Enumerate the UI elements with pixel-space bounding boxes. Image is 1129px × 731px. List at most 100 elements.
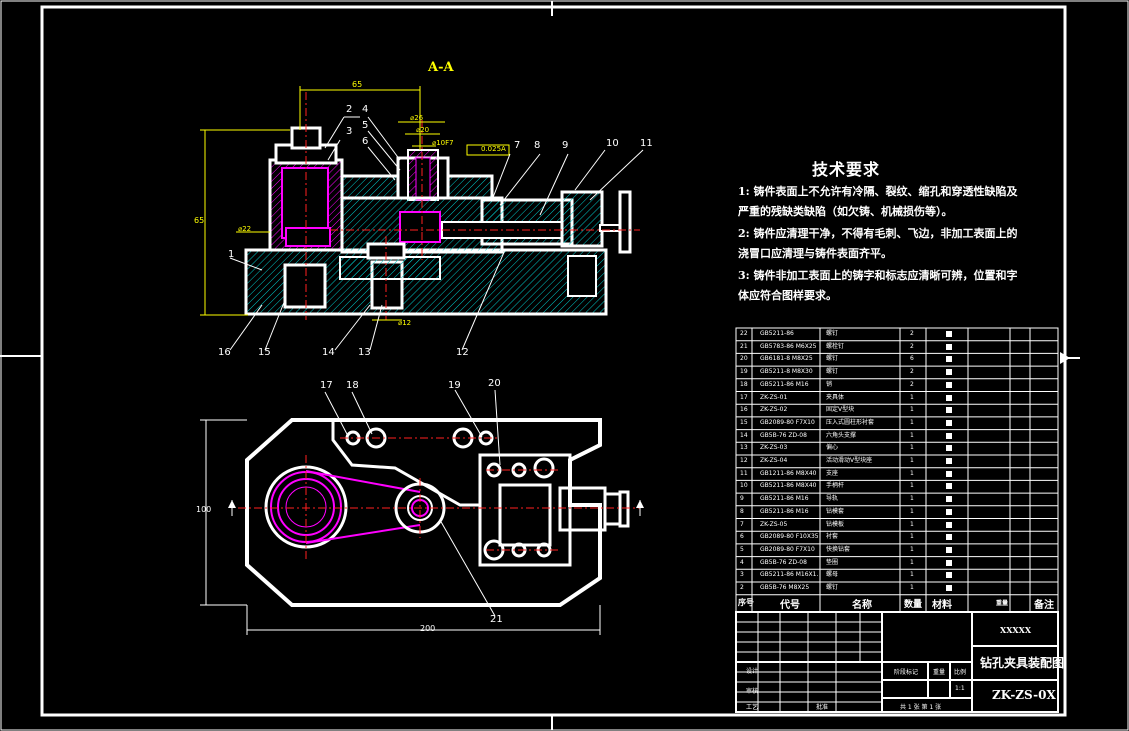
bom-cell: 1 (910, 584, 914, 591)
bom-material-mark (946, 546, 952, 553)
bom-cell: 17 (740, 393, 748, 401)
bom-cell: GB6181-8 M8X25 (760, 355, 813, 363)
bom-cell: 支座 (826, 469, 839, 477)
balloon-8: 8 (534, 140, 541, 151)
balloon-1: 1 (228, 249, 235, 260)
bom-cell: 6 (740, 533, 744, 541)
bom-cell: GB5211-86 M16 (760, 507, 809, 515)
dim-plan-width: 200 (420, 624, 436, 633)
bom-cell: 4 (740, 558, 744, 566)
bom-cell: 21 (740, 342, 748, 350)
dim-d20: ⌀20 (416, 126, 430, 134)
tb-stage: 阶段标记 (894, 669, 919, 676)
bom-cell: 1 (910, 507, 914, 515)
bom-material-mark (946, 407, 952, 414)
bom-cell: ZK-ZS-03 (760, 444, 788, 452)
bom-cell: 手柄杆 (826, 482, 845, 490)
balloon-6: 6 (362, 136, 369, 147)
bom-cell: 9 (740, 495, 744, 503)
bom-material-mark (946, 356, 952, 363)
bom-cell: GB5211-86 (760, 330, 794, 337)
balloon-21: 21 (490, 614, 503, 625)
bom-cell: 导轨 (826, 495, 839, 503)
tb-check: 审核 (746, 688, 759, 695)
bom-cell: GB2089-80 F7X10 (760, 545, 815, 553)
bom-material-mark (946, 432, 952, 439)
bom-cell: 螺钉 (826, 368, 839, 376)
company-name: XXXXX (1000, 625, 1032, 635)
bom-cell: 螺母 (826, 571, 839, 579)
bom-cell: 12 (740, 457, 748, 464)
bom-cell: 快换钻套 (826, 545, 851, 553)
bom-cell: 1 (910, 469, 914, 477)
bom-material-mark (946, 534, 952, 541)
bom-cell: 1 (910, 545, 914, 553)
view-label: A-A (428, 60, 454, 75)
dim-d10: ⌀10F7 (432, 139, 454, 147)
bom-cell: 6 (910, 355, 914, 363)
tech-line-2: 严重的残缺类缺陷（如欠铸、机械损伤等）。 (738, 205, 953, 218)
tech-line-4: 浇冒口应清理与铸件表面齐平。 (738, 247, 892, 260)
title-block-minor (736, 612, 882, 712)
bom-cell: 螺栓钉 (826, 342, 845, 350)
bom-cell: 10 (740, 482, 748, 490)
bom-cell: GB5211-86 M16X1.5 (760, 571, 818, 579)
drawing-number: ZK-ZS-0X (992, 688, 1056, 702)
balloon-10: 10 (606, 138, 619, 149)
gdt-value: 0.025 (481, 145, 502, 153)
bom-header-code: 代号 (780, 600, 800, 611)
bom-cell: GB5B-76 M8X25 (760, 584, 810, 591)
bom-row-lines (736, 340, 1058, 596)
bom-cell: GB2089-80 F10X35 (760, 533, 818, 541)
bom-cell: 活动滑动V型块座 (826, 457, 873, 464)
bom-cell: GB5211-86 M16 (760, 380, 809, 388)
bom-cell: 2 (740, 584, 744, 591)
bom-material-mark (946, 483, 952, 490)
bom-cell: 14 (740, 431, 748, 439)
balloon-9: 9 (562, 140, 569, 151)
bom-header-weight: 重量 (996, 600, 1009, 607)
bom-material-mark (946, 508, 952, 515)
bom-material-mark (946, 496, 952, 503)
balloon-13: 13 (358, 347, 371, 358)
bom-cell: GB2089-80 F7X10 (760, 418, 815, 426)
tech-line-1: 1: 铸件表面上不允许有冷隔、裂纹、缩孔和穿透性缺陷及 (738, 185, 1018, 198)
dim-height-left: 65 (194, 216, 205, 225)
bom-header-qty: 数量 (904, 600, 923, 610)
tb-design: 设计 (746, 668, 759, 675)
section-view-a-a (200, 86, 640, 321)
bom-cell: 5 (740, 545, 744, 553)
bom-header-seq: 序号 (738, 597, 754, 607)
bom-cell: 1 (910, 431, 914, 439)
dim-top-width: 65 (352, 80, 363, 89)
bom-cell: 1 (910, 482, 914, 490)
balloon-12: 12 (456, 347, 469, 358)
bom-cell: GB5211-86 M16 (760, 495, 809, 503)
bom-cell: 衬套 (826, 533, 839, 541)
bom-cell: 钻模套 (826, 507, 845, 515)
bom-cell: 15 (740, 418, 748, 426)
gdt-ref: A (501, 145, 506, 153)
bom-cell: 1 (910, 558, 914, 566)
bom-cell: GB5211-8 M8X30 (760, 368, 813, 376)
bom-cell: 13 (740, 444, 748, 452)
bom-cell: 垫圈 (826, 558, 839, 566)
bom-cell: ZK-ZS-05 (760, 520, 788, 528)
balloon-leaders (229, 116, 644, 617)
bom-cell: 11 (740, 469, 748, 477)
tb-ratio: 比例 (954, 669, 967, 676)
bom-cell: 20 (740, 355, 748, 363)
bom-cell: 1 (910, 571, 914, 579)
bom-cell: 16 (740, 406, 748, 414)
balloon-20: 20 (488, 378, 501, 389)
drawing-title: 钻孔夹具装配图 (980, 656, 1065, 670)
bom-cell: 1 (910, 520, 914, 528)
bom-cell: GB5B-76 ZD-08 (760, 431, 807, 439)
bom-material-mark (946, 458, 952, 464)
bom-cell: 7 (740, 520, 744, 528)
balloon-7: 7 (514, 140, 521, 151)
bom-material-mark (946, 394, 952, 401)
bom-cell: 偏心 (826, 444, 839, 452)
bom-cell: 固定V型块 (826, 406, 855, 414)
balloon-4: 4 (362, 104, 369, 115)
